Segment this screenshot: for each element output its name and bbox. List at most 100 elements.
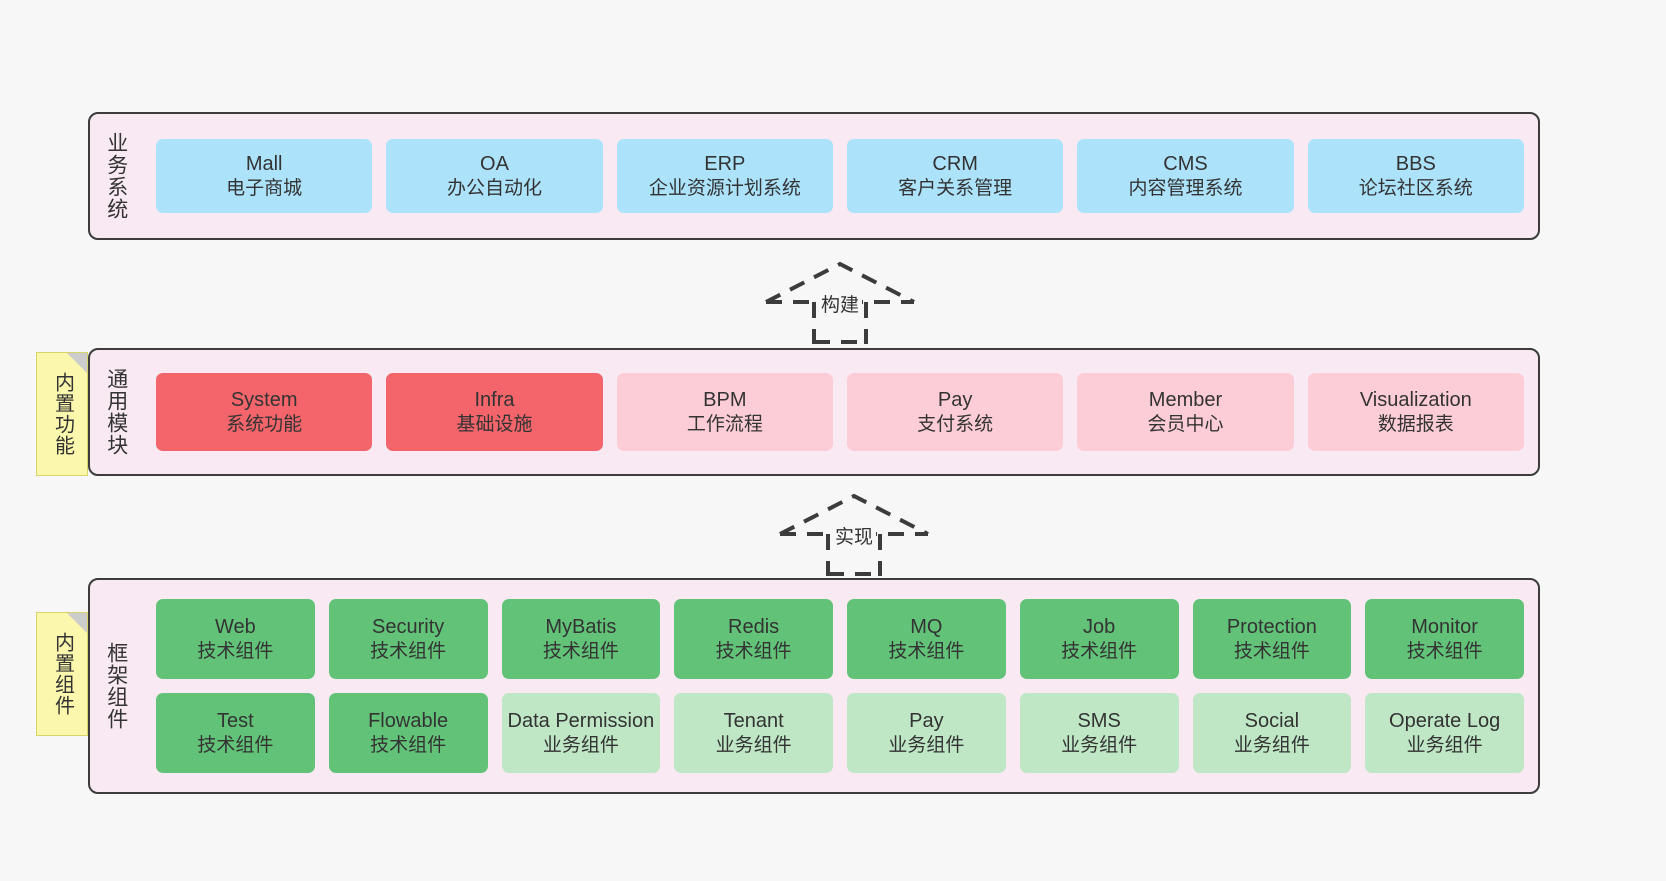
note-builtin-components: 内置组件 [36, 612, 88, 736]
node-bbs-title: BBS [1395, 152, 1436, 175]
node-system-title: System [230, 388, 298, 411]
node-protection-title: Protection [1226, 615, 1317, 638]
layer-body-framework: Web 技术组件 Security 技术组件 MyBatis 技术组件 Redi… [142, 580, 1538, 792]
layer-body-business: Mall 电子商城 OA 办公自动化 ERP 企业资源计划系统 CRM 客户关系… [142, 114, 1538, 238]
node-bbs[interactable]: BBS 论坛社区系统 [1307, 139, 1524, 213]
node-mq-subtitle: 技术组件 [888, 640, 965, 662]
node-monitor[interactable]: Monitor 技术组件 [1365, 599, 1524, 679]
node-social[interactable]: Social 业务组件 [1192, 693, 1352, 773]
node-oa-title: OA [480, 152, 509, 175]
note-builtin-functions: 内置功能 [36, 352, 88, 476]
node-job-subtitle: 技术组件 [1061, 640, 1138, 662]
node-test-subtitle: 技术组件 [197, 734, 274, 756]
connector-implement: 实现 [766, 488, 942, 576]
node-social-subtitle: 业务组件 [1233, 734, 1310, 756]
node-member[interactable]: Member 会员中心 [1077, 373, 1294, 451]
node-web-title: Web [214, 615, 256, 638]
node-pay-module[interactable]: Pay 支付系统 [846, 373, 1064, 451]
node-infra-subtitle: 基础设施 [456, 413, 533, 435]
node-erp[interactable]: ERP 企业资源计划系统 [616, 139, 833, 213]
node-sms-subtitle: 业务组件 [1061, 734, 1138, 756]
node-operate-log-subtitle: 业务组件 [1406, 734, 1483, 756]
node-redis[interactable]: Redis 技术组件 [674, 599, 833, 679]
node-test[interactable]: Test 技术组件 [156, 693, 315, 773]
node-mybatis[interactable]: MyBatis 技术组件 [501, 599, 661, 679]
node-infra[interactable]: Infra 基础设施 [386, 373, 603, 451]
node-infra-title: Infra [474, 388, 515, 411]
layer-title-framework: 框架组件 [104, 642, 128, 730]
node-visualization[interactable]: Visualization 数据报表 [1307, 373, 1524, 451]
node-erp-subtitle: 企业资源计划系统 [648, 177, 801, 199]
node-mq[interactable]: MQ 技术组件 [847, 599, 1006, 679]
connector-build-label: 构建 [817, 290, 863, 317]
business-node-row: Mall 电子商城 OA 办公自动化 ERP 企业资源计划系统 CRM 客户关系… [156, 139, 1524, 213]
node-system-subtitle: 系统功能 [226, 413, 303, 435]
node-job-title: Job [1083, 615, 1116, 638]
generalization-arrow-icon [765, 261, 915, 344]
node-flowable-subtitle: 技术组件 [370, 734, 447, 756]
node-tenant-title: Tenant [723, 709, 784, 732]
node-visualization-subtitle: 数据报表 [1377, 413, 1454, 435]
node-crm-title: CRM [932, 152, 978, 175]
node-job[interactable]: Job 技术组件 [1019, 599, 1179, 679]
node-mybatis-subtitle: 技术组件 [542, 640, 619, 662]
node-bpm[interactable]: BPM 工作流程 [616, 373, 833, 451]
node-data-permission-subtitle: 业务组件 [542, 734, 619, 756]
connector-implement-label: 实现 [831, 522, 877, 549]
node-operate-log-title: Operate Log [1389, 709, 1501, 732]
node-mybatis-title: MyBatis [545, 615, 617, 638]
node-member-subtitle: 会员中心 [1147, 413, 1224, 435]
node-mall-subtitle: 电子商城 [226, 177, 303, 199]
node-social-title: Social [1244, 709, 1300, 732]
node-oa-subtitle: 办公自动化 [446, 177, 542, 199]
node-crm-subtitle: 客户关系管理 [898, 177, 1013, 199]
node-pay-module-subtitle: 支付系统 [917, 413, 994, 435]
node-system[interactable]: System 系统功能 [156, 373, 373, 451]
node-security-subtitle: 技术组件 [370, 640, 447, 662]
node-protection-subtitle: 技术组件 [1233, 640, 1310, 662]
node-visualization-title: Visualization [1359, 388, 1472, 411]
layer-body-modules: System 系统功能 Infra 基础设施 BPM 工作流程 Pay 支付系统… [142, 350, 1538, 474]
node-monitor-subtitle: 技术组件 [1406, 640, 1483, 662]
node-data-permission[interactable]: Data Permission 业务组件 [501, 693, 661, 773]
node-crm[interactable]: CRM 客户关系管理 [846, 139, 1064, 213]
node-test-title: Test [217, 709, 254, 732]
layer-title-modules: 通用模块 [104, 368, 128, 456]
node-cms-subtitle: 内容管理系统 [1128, 177, 1243, 199]
node-operate-log[interactable]: Operate Log 业务组件 [1365, 693, 1524, 773]
node-web-subtitle: 技术组件 [197, 640, 274, 662]
node-bbs-subtitle: 论坛社区系统 [1358, 177, 1473, 199]
node-protection[interactable]: Protection 技术组件 [1192, 599, 1352, 679]
generalization-arrow-icon [779, 493, 929, 576]
node-sms-title: SMS [1077, 709, 1121, 732]
node-pay-component-subtitle: 业务组件 [888, 734, 965, 756]
node-cms[interactable]: CMS 内容管理系统 [1077, 139, 1294, 213]
layer-business-systems: 业务系统 Mall 电子商城 OA 办公自动化 ERP 企业资源计划系统 CRM… [88, 112, 1540, 240]
node-pay-component-title: Pay [909, 709, 944, 732]
node-sms[interactable]: SMS 业务组件 [1019, 693, 1179, 773]
layer-framework-components: 框架组件 Web 技术组件 Security 技术组件 MyBatis 技术组件… [88, 578, 1540, 794]
node-monitor-title: Monitor [1411, 615, 1478, 638]
node-redis-subtitle: 技术组件 [715, 640, 792, 662]
node-bpm-subtitle: 工作流程 [686, 413, 763, 435]
layer-title-business: 业务系统 [104, 132, 128, 220]
node-security[interactable]: Security 技术组件 [328, 599, 488, 679]
modules-node-row: System 系统功能 Infra 基础设施 BPM 工作流程 Pay 支付系统… [156, 373, 1524, 451]
node-tenant-subtitle: 业务组件 [715, 734, 792, 756]
node-security-title: Security [372, 615, 445, 638]
node-web[interactable]: Web 技术组件 [156, 599, 315, 679]
node-data-permission-title: Data Permission [507, 709, 655, 732]
node-pay-module-title: Pay [937, 388, 973, 411]
node-tenant[interactable]: Tenant 业务组件 [674, 693, 833, 773]
node-flowable[interactable]: Flowable 技术组件 [328, 693, 488, 773]
node-mall[interactable]: Mall 电子商城 [156, 139, 373, 213]
node-mall-title: Mall [245, 152, 283, 175]
node-erp-title: ERP [704, 152, 746, 175]
node-flowable-title: Flowable [368, 709, 449, 732]
node-oa[interactable]: OA 办公自动化 [386, 139, 603, 213]
node-redis-title: Redis [728, 615, 780, 638]
node-cms-title: CMS [1163, 152, 1208, 175]
layer-common-modules: 通用模块 System 系统功能 Infra 基础设施 BPM 工作流程 Pay… [88, 348, 1540, 476]
node-pay-component[interactable]: Pay 业务组件 [847, 693, 1006, 773]
